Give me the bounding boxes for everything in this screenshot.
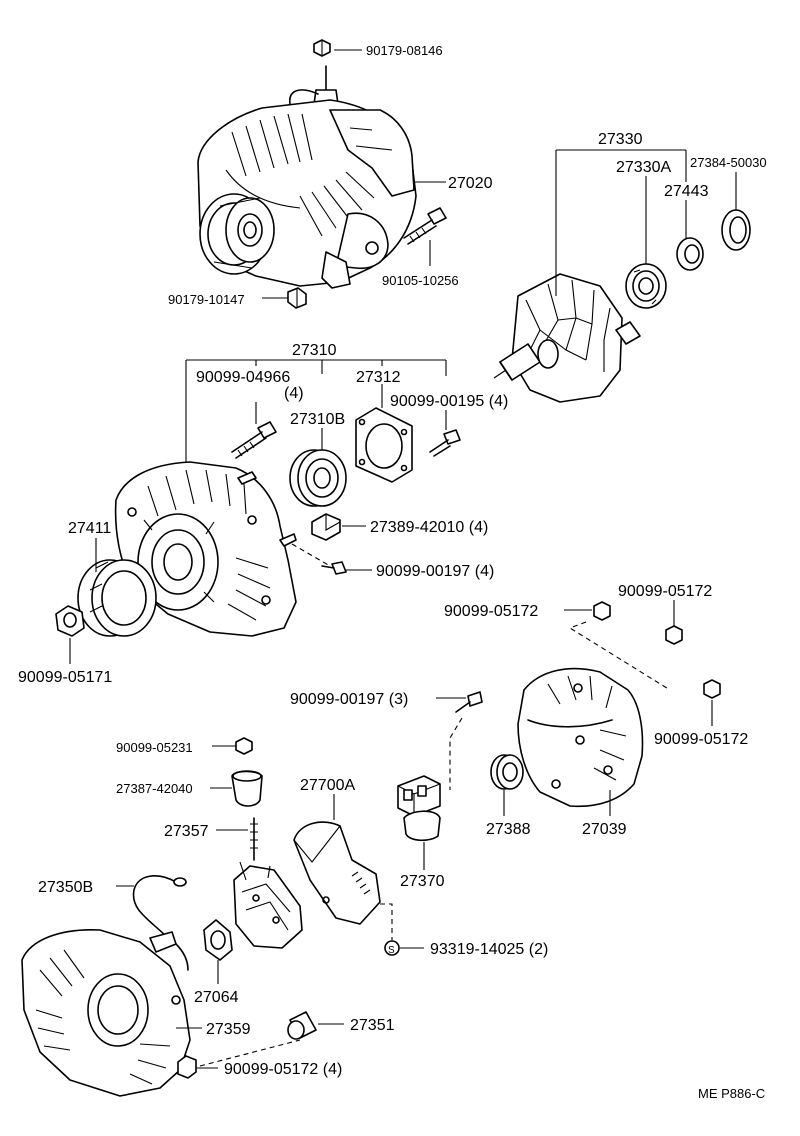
insulator-27389-42010-drawing bbox=[311, 513, 341, 541]
bearing-cover-27443-drawing bbox=[676, 237, 704, 271]
bushing-27351-drawing bbox=[287, 1011, 317, 1040]
wire-27350b-drawing bbox=[132, 875, 189, 971]
screw-90099-00197-3-drawing bbox=[449, 691, 483, 790]
label-27389-42010: 27389-42010 (4) bbox=[370, 519, 488, 536]
label-27310b: 27310B bbox=[290, 411, 345, 428]
screw-90099-00197-4-drawing bbox=[291, 543, 347, 575]
label-90179-10147: 90179-10147 bbox=[168, 292, 245, 307]
label-90099-05231: 90099-05231 bbox=[116, 740, 193, 755]
alternator-assembly-drawing bbox=[197, 39, 417, 289]
nut-90179-10147-drawing bbox=[287, 287, 307, 309]
label-90099-00197-3: 90099-00197 (3) bbox=[290, 691, 408, 708]
rotor-drawing bbox=[493, 273, 641, 403]
voltage-regulator-27700a-drawing bbox=[293, 821, 381, 925]
leader-lines: S bbox=[69, 49, 737, 1069]
label-27411: 27411 bbox=[68, 520, 111, 537]
svg-text:S: S bbox=[388, 945, 395, 956]
label-27312: 27312 bbox=[356, 369, 401, 386]
bearing-27388-drawing bbox=[490, 754, 524, 790]
label-90099-00197-4: 90099-00197 (4) bbox=[376, 563, 494, 580]
retainer-27384-50030-drawing bbox=[721, 209, 751, 251]
nuts-90099-05172-drawing bbox=[568, 601, 721, 699]
label-90099-05172-top: 90099-05172 bbox=[618, 583, 712, 600]
label-27384-50030: 27384-50030 bbox=[690, 155, 767, 170]
label-27039: 27039 bbox=[582, 821, 627, 838]
label-27350b: 27350B bbox=[38, 879, 93, 896]
label-90099-05171: 90099-05171 bbox=[18, 669, 112, 686]
label-27064: 27064 bbox=[194, 989, 239, 1006]
label-90099-00195: 90099-00195 (4) bbox=[390, 393, 508, 410]
terminal-insulator-27370-drawing bbox=[397, 775, 441, 842]
label-90099-05172-4: 90099-05172 (4) bbox=[224, 1061, 342, 1078]
label-90099-04966-qty: (4) bbox=[284, 385, 304, 402]
bearing-27330a-drawing bbox=[625, 263, 667, 309]
label-27700a: 27700A bbox=[300, 777, 355, 794]
bearing-27310b-drawing bbox=[289, 449, 347, 507]
label-90105-10256: 90105-10256 bbox=[382, 273, 459, 288]
label-27020: 27020 bbox=[448, 175, 493, 192]
label-90099-04966: 90099-04966 bbox=[196, 369, 290, 386]
label-27330: 27330 bbox=[598, 131, 643, 148]
label-27330a: 27330A bbox=[616, 159, 671, 176]
label-27310: 27310 bbox=[292, 342, 337, 359]
pulley-27411-drawing bbox=[77, 559, 157, 637]
rectifier-27357-drawing bbox=[233, 817, 303, 949]
nut-90099-05231-drawing bbox=[235, 737, 253, 755]
label-90179-08146: 90179-08146 bbox=[366, 43, 443, 58]
retainer-plate-27312-drawing bbox=[355, 407, 413, 483]
nut-90099-05171-drawing bbox=[55, 605, 85, 637]
rear-end-cover-27039-drawing bbox=[517, 667, 644, 808]
label-90099-05172-right: 90099-05172 bbox=[654, 731, 748, 748]
screw-90099-00195-drawing bbox=[429, 429, 461, 457]
gasket-27064-drawing bbox=[203, 919, 233, 961]
label-27359: 27359 bbox=[206, 1021, 251, 1038]
label-27443: 27443 bbox=[664, 183, 709, 200]
insulator-27387-42040-drawing bbox=[231, 770, 263, 807]
label-27387-42040: 27387-42040 bbox=[116, 781, 193, 796]
label-93319-14025: 93319-14025 (2) bbox=[430, 941, 548, 958]
drive-end-frame-drawing bbox=[114, 461, 297, 637]
bolt-90105-10256-drawing bbox=[403, 207, 447, 245]
label-27388: 27388 bbox=[486, 821, 531, 838]
label-90099-05172-left: 90099-05172 bbox=[444, 603, 538, 620]
stud-bolt-90099-04966-drawing bbox=[231, 421, 277, 459]
nut-90099-05172-4-drawing bbox=[177, 1039, 301, 1079]
label-27351: 27351 bbox=[350, 1017, 395, 1034]
diagram-code: ME P886-C bbox=[698, 1086, 765, 1101]
label-27370: 27370 bbox=[400, 873, 445, 890]
rectifier-end-frame-27359-drawing bbox=[21, 929, 191, 1097]
label-27357: 27357 bbox=[164, 823, 209, 840]
screw-93319-14025-drawing bbox=[380, 903, 393, 940]
